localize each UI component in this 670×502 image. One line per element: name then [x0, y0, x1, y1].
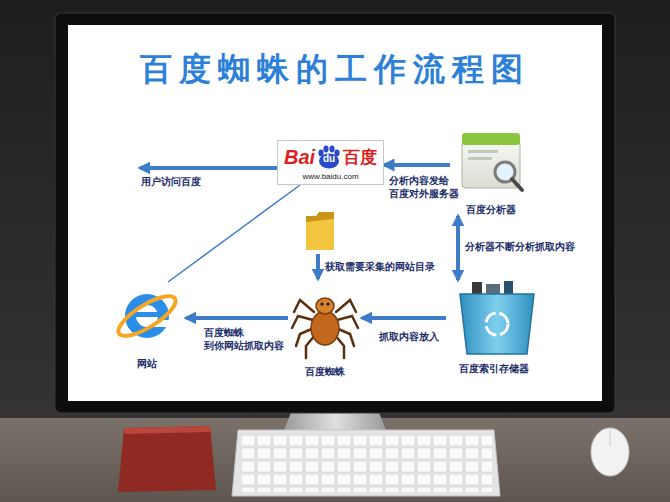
edge-label: 抓取内容放入 [378, 331, 440, 344]
keyboard-part [232, 430, 500, 496]
logo-box: Baidu百度 www.baidu.com [277, 140, 384, 185]
edge-label: 分析器不断分析抓取内容 [464, 241, 576, 254]
free-label: 用户访问百度 [140, 176, 202, 189]
spider-icon [292, 298, 358, 358]
notebook [118, 426, 216, 492]
flow-arrow [456, 216, 460, 280]
mouse-part [591, 428, 629, 476]
spider-icon-part [292, 316, 313, 328]
node-label: 网站 [137, 358, 157, 370]
spider-icon-part [311, 311, 339, 345]
logo-paw-text: du [316, 154, 342, 164]
analyzer-icon-part [462, 133, 520, 145]
folder-icon-part [306, 219, 334, 250]
node-label: 百度分析器 [466, 204, 516, 216]
keyboard-part [242, 434, 492, 492]
monitor-screen [68, 25, 602, 401]
logo-url: www.baidu.com [284, 172, 377, 181]
folder-icon [306, 212, 334, 250]
paw-part [330, 146, 335, 153]
monitor-bezel [55, 13, 615, 413]
user-arrow [140, 168, 278, 169]
folder-arrow [318, 254, 319, 279]
spider-node: 百度蜘蛛 [288, 282, 362, 378]
spider-icon-part [336, 300, 356, 312]
paw-part [324, 146, 329, 153]
analyzer-icon-part [468, 150, 498, 153]
node-label: 百度蜘蛛 [305, 366, 345, 378]
browser-icon-part [113, 289, 181, 343]
logo-row: Baidu百度 [284, 145, 377, 169]
folder-arrow-part [316, 254, 320, 279]
connector-line [168, 185, 300, 282]
flow-arrow [186, 316, 288, 320]
spider-icon-part [337, 316, 358, 328]
logo-word: Bai [284, 147, 315, 167]
website-node: 网站 [108, 282, 186, 370]
edge-label: 百度蜘蛛 到你网站抓取内容 [203, 327, 285, 352]
spider-icon-part [320, 302, 323, 305]
analyzer-node: 百度分析器 [450, 128, 532, 216]
desk [0, 418, 670, 502]
browser-icon [113, 289, 181, 343]
user-arrow-part [140, 166, 278, 170]
flow-arrow [362, 316, 446, 320]
keyboard [232, 430, 500, 496]
spider-icon-part [326, 302, 329, 305]
storage-icon-part [486, 313, 508, 335]
notebook-part [124, 426, 211, 434]
folder-icon-part [306, 212, 334, 250]
storage-icon [460, 281, 534, 354]
diagram-title: 百度蜘蛛的工作流程图 [68, 52, 602, 87]
node-label: 百度索引存储器 [459, 363, 529, 375]
mouse-part [610, 430, 611, 446]
analyzer-icon-part [468, 157, 492, 160]
analyzer-icon [462, 133, 522, 190]
analyzer-icon-part [512, 179, 522, 190]
spider-icon-part [294, 300, 314, 312]
browser-icon-part [136, 312, 160, 317]
edge-label: 分析内容发给 百度对外服务器 [388, 175, 460, 200]
logo-chinese: 百度 [343, 149, 377, 166]
paw-mark: du [316, 145, 342, 169]
storage-icon-part [460, 294, 534, 354]
mouse [591, 428, 629, 476]
flow-arrow [384, 163, 450, 167]
notebook-part [118, 426, 216, 492]
spider-icon-part [316, 298, 334, 314]
free-label: 获取需要采集的网站目录 [324, 261, 436, 274]
storage-node: 百度索引存储器 [446, 280, 542, 375]
